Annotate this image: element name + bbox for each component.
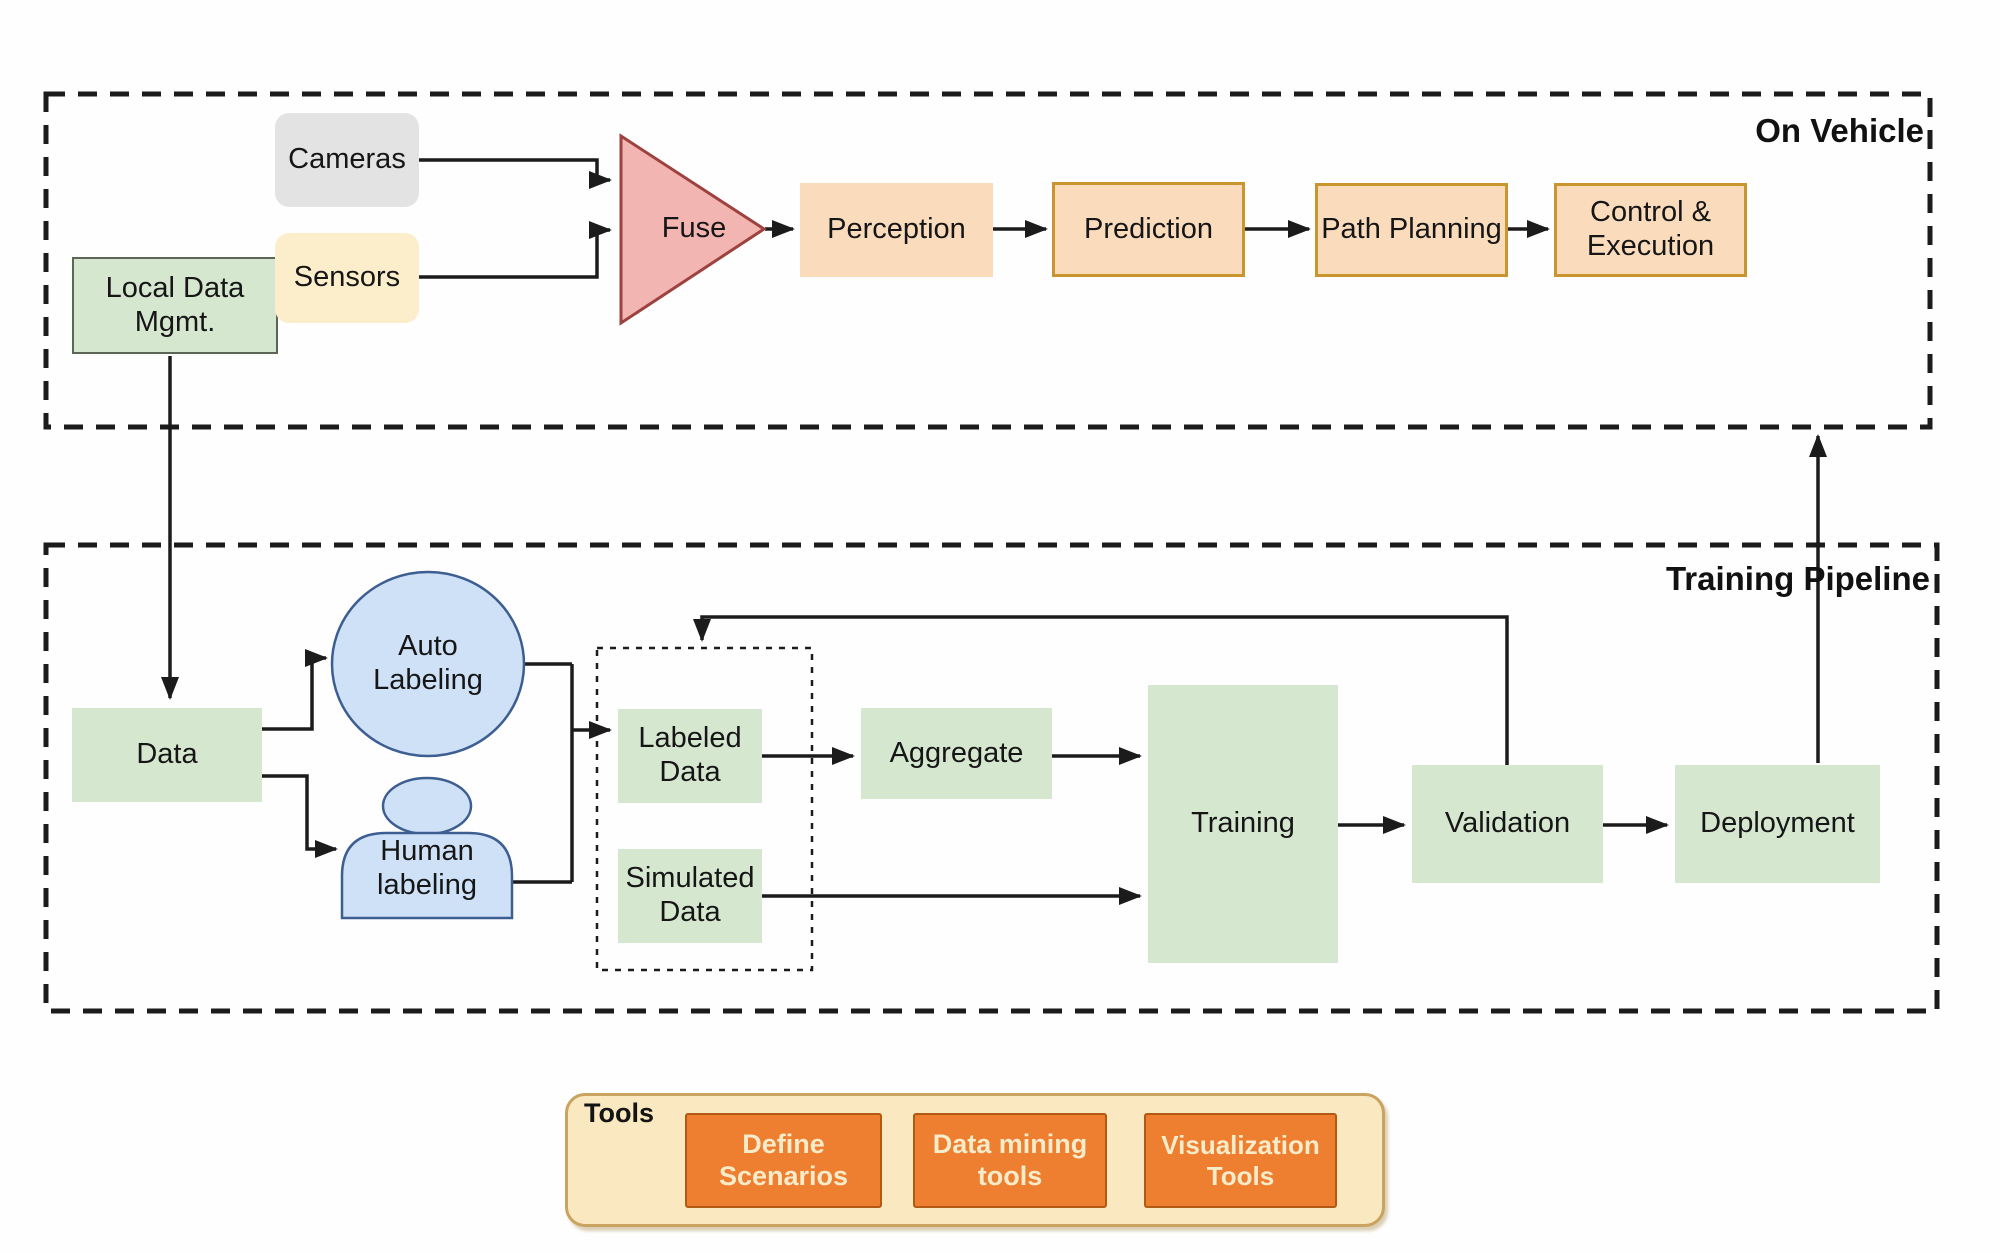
node-path-planning: Path Planning bbox=[1315, 183, 1508, 277]
training-label: Training bbox=[1191, 807, 1295, 840]
tool-data-mining: Data mining tools bbox=[913, 1113, 1107, 1208]
fuse-triangle-shape bbox=[619, 133, 767, 326]
aggregate-label: Aggregate bbox=[889, 736, 1024, 769]
node-aggregate: Aggregate bbox=[861, 708, 1052, 799]
sensors-label: Sensors bbox=[293, 261, 401, 294]
node-labeled-data: Labeled Data bbox=[618, 709, 762, 803]
node-sensors: Sensors bbox=[275, 233, 419, 323]
prediction-label: Prediction bbox=[1084, 212, 1213, 245]
tool-define-scenarios-label: Define Scenarios bbox=[718, 1128, 849, 1191]
human-labeling-head-shape bbox=[381, 776, 473, 836]
node-local-data-mgmt: Local Data Mgmt. bbox=[72, 257, 278, 354]
human-labeling-text: Human labeling bbox=[377, 835, 477, 901]
tool-visualization-label: Visualization Tools bbox=[1161, 1129, 1320, 1191]
simulated-data-label: Simulated Data bbox=[625, 862, 755, 928]
tool-visualization: Visualization Tools bbox=[1144, 1113, 1337, 1208]
node-validation: Validation bbox=[1412, 765, 1603, 883]
data-label: Data bbox=[136, 738, 198, 771]
node-perception: Perception bbox=[800, 183, 993, 277]
node-training: Training bbox=[1148, 685, 1338, 963]
tools-panel-title: Tools bbox=[584, 1098, 654, 1128]
tool-data-mining-label: Data mining tools bbox=[932, 1128, 1088, 1191]
human-labeling-label: Human labeling bbox=[337, 835, 517, 902]
connector-labeling-merge bbox=[512, 662, 574, 884]
node-simulated-data: Simulated Data bbox=[618, 849, 762, 943]
on-vehicle-zone-title: On Vehicle bbox=[1755, 112, 1924, 149]
perception-label: Perception bbox=[827, 213, 966, 246]
data-sources-dotted-border bbox=[595, 646, 814, 972]
auto-labeling-circle-shape bbox=[330, 570, 526, 758]
validation-label: Validation bbox=[1444, 807, 1571, 840]
arrow-feedback-validation-to-data-sources bbox=[693, 615, 1509, 765]
training-pipeline-zone-border bbox=[43, 542, 1940, 1014]
training-pipeline-zone-title: Training Pipeline bbox=[1665, 560, 1930, 597]
on-vehicle-zone-border bbox=[43, 91, 1933, 430]
deployment-label: Deployment bbox=[1700, 807, 1855, 840]
node-cameras: Cameras bbox=[275, 113, 419, 207]
arrow-data-to-human-labeling bbox=[262, 774, 338, 858]
path-planning-label: Path Planning bbox=[1321, 213, 1502, 246]
labeled-data-label: Labeled Data bbox=[638, 722, 742, 788]
auto-labeling-text: Auto Labeling bbox=[373, 630, 483, 696]
auto-labeling-label: Auto Labeling bbox=[338, 626, 518, 702]
human-labeling-body-shape bbox=[340, 831, 514, 920]
fuse-label: Fuse bbox=[661, 212, 727, 245]
arrow-sensors-to-fuse bbox=[419, 221, 612, 279]
cameras-label: Cameras bbox=[288, 143, 406, 176]
node-deployment: Deployment bbox=[1675, 765, 1880, 883]
node-data: Data bbox=[72, 708, 262, 802]
local-data-mgmt-label: Local Data Mgmt. bbox=[105, 271, 245, 338]
tool-define-scenarios: Define Scenarios bbox=[685, 1113, 882, 1208]
node-prediction: Prediction bbox=[1052, 182, 1245, 277]
control-execution-label: Control & Execution bbox=[1586, 196, 1715, 262]
arrow-cameras-to-fuse bbox=[419, 158, 612, 189]
node-control-execution: Control & Execution bbox=[1554, 183, 1747, 277]
arrow-data-to-auto-labeling bbox=[262, 649, 328, 731]
